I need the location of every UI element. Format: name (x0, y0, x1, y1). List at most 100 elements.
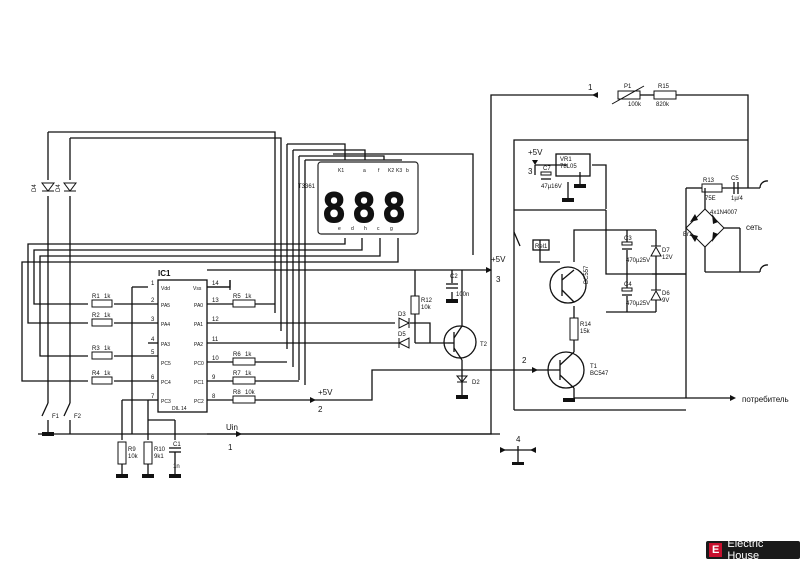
svg-text:C3: C3 (624, 236, 632, 242)
svg-text:DIL 14: DIL 14 (172, 406, 187, 412)
svg-text:R8: R8 (233, 390, 241, 396)
svg-text:h: h (364, 226, 367, 232)
svg-text:R9: R9 (128, 447, 136, 453)
diode-d2: D2 (455, 375, 480, 399)
svg-text:R2: R2 (92, 313, 100, 319)
svg-text:PA3: PA3 (161, 342, 170, 348)
diode-d3: D3 (398, 312, 411, 329)
svg-text:P1: P1 (624, 84, 632, 90)
display-digit-1: 8 (322, 186, 346, 232)
plus5v-right-arrow-icon (532, 160, 538, 165)
ic1: IC1 Vdd Vss PA5 PA4 PA3 PC5 PC4 PC3 PA0 … (151, 269, 219, 413)
svg-text:10k: 10k (421, 305, 432, 311)
capacitor-c3: C3 470µ25V (621, 236, 650, 264)
consumer-arrow-icon (730, 395, 736, 401)
svg-text:D3: D3 (398, 312, 406, 318)
plus5v-arrow-icon (486, 267, 492, 273)
label-net3-right: 3 (528, 167, 533, 176)
svg-text:8: 8 (212, 394, 216, 400)
label-net2-right: 2 (522, 356, 527, 365)
mains-terminal-bottom-icon (759, 264, 769, 273)
svg-text:T1: T1 (590, 364, 598, 370)
svg-text:a: a (363, 168, 366, 174)
svg-text:5: 5 (151, 350, 155, 356)
svg-text:R5: R5 (233, 294, 241, 300)
capacitor-c2: C2 100n (446, 274, 469, 303)
svg-text:6: 6 (151, 375, 155, 381)
svg-text:D2: D2 (472, 380, 480, 386)
svg-text:K3: K3 (396, 168, 402, 174)
display-t3361: T3361 K1 a f K2 K3 b e d h c g 8 8 8 (298, 161, 419, 235)
resistor-r14: R14 15k (569, 317, 592, 341)
svg-text:820k: 820k (656, 102, 670, 108)
watermark-letter: E (709, 543, 723, 557)
diode-d4-left (41, 182, 55, 192)
svg-text:12: 12 (212, 317, 219, 323)
svg-text:R10: R10 (154, 447, 166, 453)
resistor-r6: R6 1k (232, 352, 256, 366)
resistor-r4: R4 1k (91, 371, 113, 385)
mains-terminal-top-icon (759, 180, 769, 189)
potentiometer-p1: P1 100k (611, 84, 645, 108)
capacitor-c7: C7 47µ16V (534, 165, 574, 202)
net4-symbol: 4 (500, 435, 536, 465)
svg-text:R6: R6 (233, 352, 241, 358)
label-d4b: D4 (56, 184, 62, 192)
svg-text:100n: 100n (456, 292, 469, 298)
svg-text:10: 10 (212, 356, 219, 362)
label-plus5v-right: +5V (528, 148, 543, 157)
svg-text:e: e (338, 226, 341, 232)
right-wiring (490, 94, 760, 430)
svg-text:C5: C5 (731, 176, 739, 182)
resistor-r15: R15 820k (653, 84, 677, 108)
svg-text:g: g (390, 226, 393, 232)
svg-text:78L05: 78L05 (560, 164, 577, 170)
label-net3-left: 3 (496, 275, 501, 284)
svg-text:PA1: PA1 (194, 322, 203, 328)
svg-text:470µ25V: 470µ25V (626, 258, 650, 264)
svg-text:Rel1: Rel1 (535, 244, 548, 250)
svg-text:BC557: BC557 (584, 265, 590, 284)
svg-text:1k: 1k (245, 294, 252, 300)
resistor-r3: R3 1k (91, 346, 113, 360)
zener-d6: D6 9V (650, 289, 670, 304)
svg-text:9V: 9V (662, 298, 669, 304)
svg-text:d: d (351, 226, 354, 232)
svg-text:T2: T2 (480, 342, 488, 348)
regulator-vr1: VR1 78L05 (555, 153, 591, 188)
svg-text:13: 13 (212, 298, 219, 304)
capacitor-c5: C5 1µ/4 (731, 176, 743, 202)
transistor-bc557: BC557 (549, 265, 590, 304)
svg-text:100k: 100k (628, 102, 642, 108)
net1-arrow-icon (592, 92, 598, 98)
display-digit-3: 8 (382, 186, 406, 232)
svg-text:C1: C1 (173, 442, 181, 448)
label-net1-top: 1 (588, 83, 593, 92)
resistor-r8: R8 10k (232, 390, 256, 404)
svg-text:C2: C2 (450, 274, 458, 280)
capacitor-c4: C4 470µ25V (621, 282, 650, 307)
label-mains: сеть (746, 223, 762, 232)
watermark-logo: E Electric House (706, 538, 800, 562)
svg-text:1k: 1k (245, 371, 252, 377)
svg-text:PC2: PC2 (194, 399, 204, 405)
bridge-rectifier-br1: Br1 4x1N4007 (683, 188, 740, 273)
svg-text:R7: R7 (233, 371, 241, 377)
svg-text:3: 3 (151, 317, 155, 323)
uin-arrow-icon (236, 431, 242, 437)
resistor-r7: R7 1k (232, 371, 256, 385)
diode-d5: D5 (397, 332, 410, 349)
capacitor-c1: C1 1n (169, 442, 181, 478)
svg-text:PC0: PC0 (194, 361, 204, 367)
resistor-r12: R12 10k (410, 295, 433, 315)
svg-text:470µ25V: 470µ25V (626, 301, 650, 307)
svg-text:Vdd: Vdd (161, 286, 170, 292)
transistor-t1: T1 BC547 (532, 351, 609, 402)
svg-text:PC1: PC1 (194, 380, 204, 386)
svg-text:PA2: PA2 (194, 342, 203, 348)
label-f2: F2 (74, 414, 82, 420)
svg-text:2: 2 (151, 298, 155, 304)
svg-text:C4: C4 (624, 282, 632, 288)
svg-text:R13: R13 (703, 178, 715, 184)
svg-text:1k: 1k (104, 294, 111, 300)
